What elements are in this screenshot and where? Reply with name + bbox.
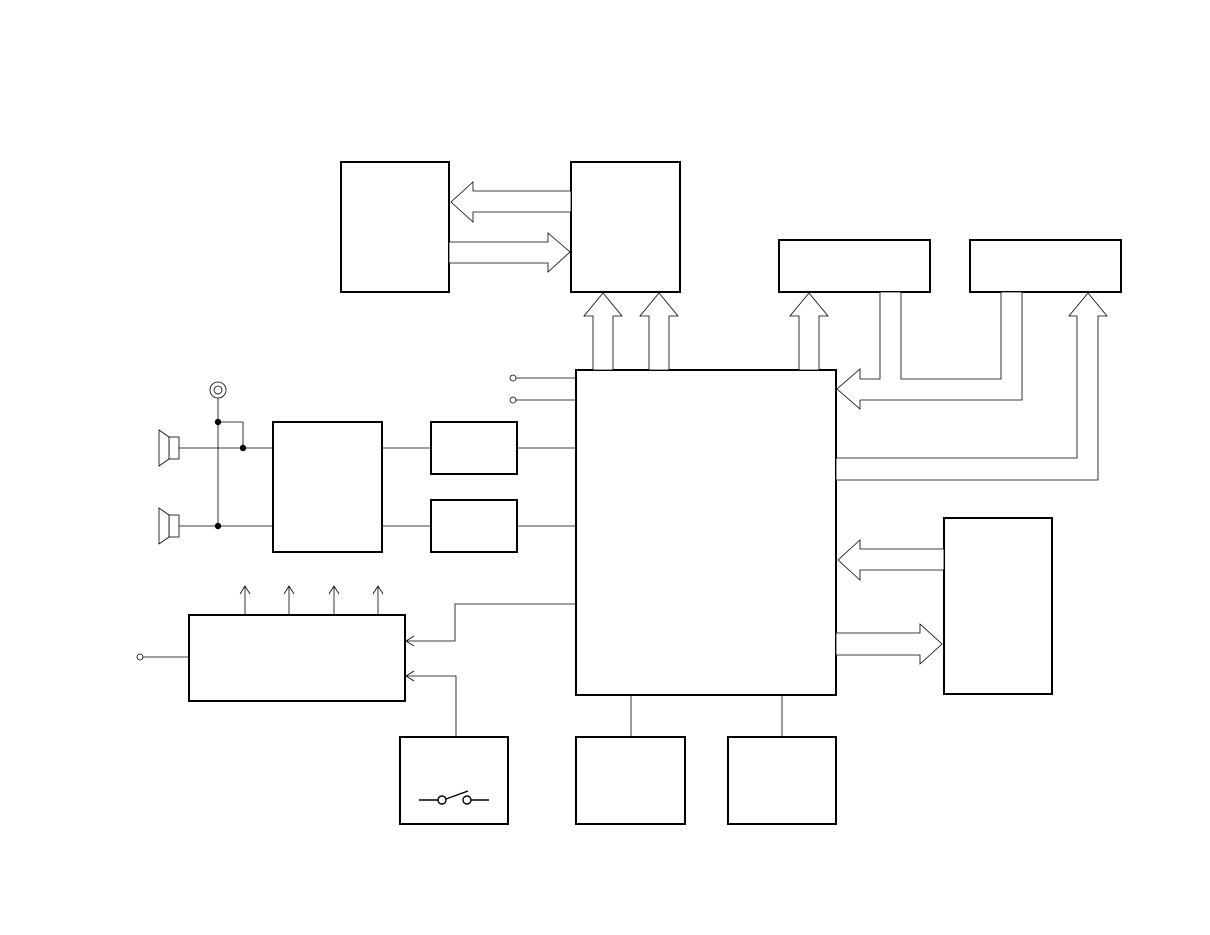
block-top-right-1 [778, 239, 931, 293]
block-small-upper [430, 421, 518, 475]
switch-icon [419, 790, 489, 805]
speaker-icon-lower [158, 507, 180, 545]
bus-arrow-right [448, 232, 571, 273]
block-top-center [570, 161, 681, 293]
control-wire-switch [406, 675, 457, 737]
bus-arrow-up-3 [789, 292, 829, 371]
bus-arrow-up-2 [639, 292, 679, 371]
block-bottom-center [575, 736, 686, 825]
block-small-lower [430, 499, 518, 553]
block-bottom-left-wide [188, 614, 406, 702]
bus-arrow-up-1 [583, 292, 623, 371]
block-main [575, 369, 837, 696]
control-arrowhead-1 [405, 635, 415, 647]
control-arrowhead-2 [405, 670, 415, 682]
jack-wire-branch [218, 421, 244, 448]
block-amplifier [272, 421, 383, 553]
input-terminal-1 [509, 374, 517, 382]
junction-dot-1 [214, 418, 222, 426]
input-terminal-2 [509, 396, 517, 404]
output-arrows [239, 585, 384, 615]
block-right [943, 517, 1053, 695]
speaker-icon-upper [158, 429, 180, 467]
bus-arrow-into-main [837, 539, 945, 581]
bus-arrow-into-right [835, 623, 943, 665]
block-top-right-2 [969, 239, 1122, 293]
headphone-jack-inner [213, 385, 223, 395]
block-top-left [340, 161, 450, 293]
bus-arrow-up-4 [835, 292, 1108, 481]
block-switch [399, 736, 509, 825]
bus-arrow-left [450, 181, 572, 223]
bus-return-arrow [836, 291, 1023, 410]
input-terminal-3 [136, 653, 144, 661]
block-bottom-right [727, 736, 837, 825]
control-wire-main [406, 603, 576, 642]
